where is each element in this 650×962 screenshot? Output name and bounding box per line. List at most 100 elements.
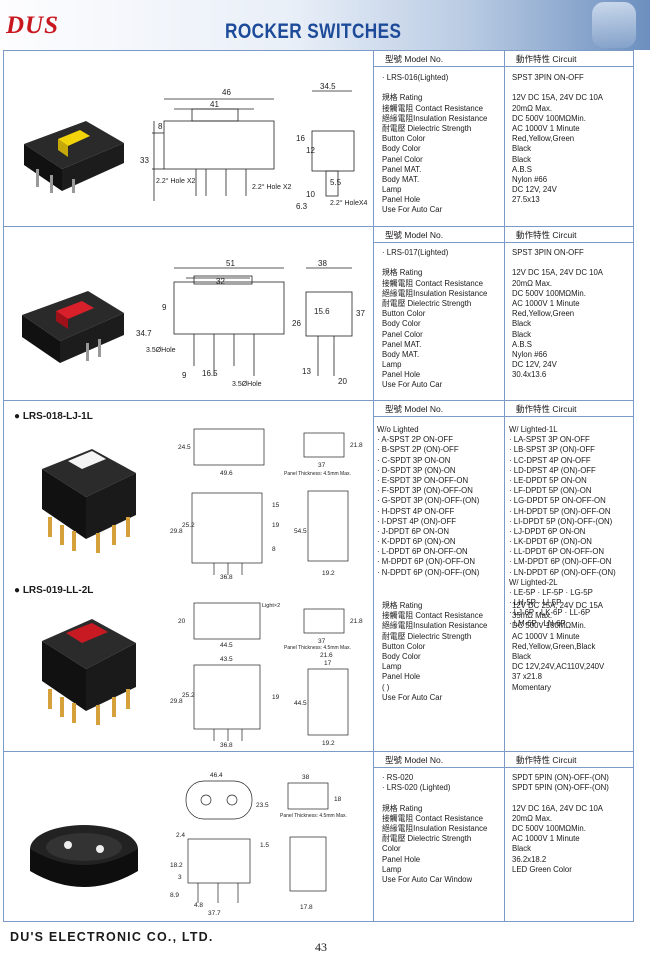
dimension-drawing-lrs017: 51 32 38 9 34.7 26 15.6 37 3.5ØHole 3.5Ø… bbox=[136, 259, 365, 388]
spec-line: · LM-DPDT 6P (ON)-OFF-ON bbox=[509, 557, 612, 567]
dim-label: 37.7 bbox=[208, 910, 221, 917]
spec-line: · LB-SPST 3P (ON)-OFF bbox=[509, 445, 595, 455]
dim-label: 21.8 bbox=[350, 442, 363, 449]
dim-label: 3.5ØHole bbox=[232, 381, 262, 388]
spec-line: DC 12V, 24V bbox=[512, 185, 557, 195]
spec-line: Use For Auto Car Window bbox=[382, 874, 473, 884]
spec-line: 27.5x13 bbox=[512, 195, 540, 205]
spec-line bbox=[512, 793, 609, 803]
spec-line: 接觸電阻 Contact Resistance bbox=[382, 611, 483, 621]
spec-line: DC 500V 100MΩMin. bbox=[512, 621, 586, 631]
dim-label: 29.8 bbox=[170, 528, 183, 535]
dim-label: 16 bbox=[296, 134, 305, 143]
spec-line: A.B.S bbox=[512, 164, 532, 174]
spec-line: · LL-DPDT 6P ON-OFF-ON bbox=[509, 547, 605, 557]
dim-label: 24.5 bbox=[178, 444, 191, 451]
specs-right-rs020: SPDT 5PIN (ON)-OFF-(ON)SPDT 5PIN (ON)-OF… bbox=[512, 773, 609, 875]
dim-label: 2.2° Hole X2 bbox=[156, 177, 195, 185]
spec-line: Panel Hole bbox=[382, 672, 421, 682]
dim-label: 37 bbox=[318, 638, 326, 645]
spec-line bbox=[382, 258, 487, 268]
spec-line: 耐電壓 Dielectric Strength bbox=[382, 298, 472, 308]
spec-line: 30.4x13.6 bbox=[512, 370, 547, 380]
page-header: DUS ROCKER SWITCHES bbox=[0, 0, 650, 50]
dim-label: 1.5 bbox=[260, 842, 269, 849]
spec-line: 12V DC 25A, 24V DC 15A bbox=[512, 601, 604, 610]
spec-line: · LH-5P · LI-5P bbox=[509, 598, 562, 608]
dim-label: 41 bbox=[210, 100, 219, 109]
dim-label: 21.8 bbox=[350, 618, 363, 625]
spec-line: Use For Auto Car bbox=[382, 692, 443, 702]
column-divider bbox=[504, 51, 505, 921]
spec-line: 耐電壓 Dielectric Strength bbox=[382, 631, 472, 641]
dim-label: 17.8 bbox=[300, 904, 313, 911]
spec-line: · D-SPDT 3P (ON)-ON bbox=[377, 465, 456, 475]
dim-label: 2.4 bbox=[176, 832, 185, 839]
spec-line: · A-SPST 2P ON-OFF bbox=[377, 435, 453, 445]
spec-line: Use For Auto Car bbox=[382, 205, 443, 215]
spec-line: Panel Hole bbox=[382, 854, 421, 864]
spec-line: · M-DPDT 6P (ON)-OFF-ON bbox=[377, 557, 476, 567]
spec-line: DC 500V 100MΩMin. bbox=[512, 823, 586, 833]
spec-line: · H-DPST 4P ON-OFF bbox=[377, 506, 455, 516]
panel-thickness-note: Panel Thickness: 4.5mm Max. bbox=[284, 471, 351, 477]
spec-line: 37 x21.8 bbox=[512, 672, 542, 682]
dim-label: 9 bbox=[182, 371, 187, 380]
product-photo-lrs016 bbox=[24, 121, 124, 193]
spec-line: 絕緣電阻Insulation Resistance bbox=[382, 823, 488, 833]
dim-label: 44.5 bbox=[294, 700, 307, 707]
spec-line: Lamp bbox=[382, 662, 402, 672]
dim-label: 19.2 bbox=[322, 740, 335, 747]
page-number: 43 bbox=[315, 940, 327, 954]
dimension-drawing-rs020: 46.4 38 23.5 18 Panel Thickness: 4.5mm M… bbox=[170, 772, 347, 917]
dim-label: 19 bbox=[272, 522, 280, 529]
spec-line: · LC-DPST 4P ON-OFF bbox=[509, 455, 591, 465]
spec-line: Lamp bbox=[382, 185, 402, 195]
spec-line: Black bbox=[512, 319, 532, 329]
dim-label: 37 bbox=[356, 309, 365, 318]
spec-line: Color bbox=[382, 844, 401, 854]
spec-line: Panel MAT. bbox=[382, 339, 422, 349]
spec-line: DC 12V, 24V bbox=[512, 360, 557, 370]
dim-label: 37 bbox=[318, 462, 326, 469]
spec-line bbox=[512, 258, 603, 268]
dim-label: 5.5 bbox=[330, 178, 342, 187]
spec-line: AC 1000V 1 Minute bbox=[512, 123, 580, 133]
spec-line: AC 1000V 1 Minute bbox=[512, 631, 580, 641]
spec-line: 12V DC 16A, 24V DC 10A bbox=[512, 803, 604, 813]
dim-label: 54.5 bbox=[294, 528, 307, 535]
spec-line: · LE-5P · LF-5P · LG-5P bbox=[509, 588, 593, 597]
model-header: 型號 Model No. bbox=[374, 51, 504, 67]
spec-line: Panel Hole bbox=[382, 195, 421, 205]
dim-label: 23.5 bbox=[256, 802, 269, 809]
spec-line: Momentary bbox=[512, 682, 551, 692]
spec-line: Body Color bbox=[382, 651, 421, 661]
row-divider bbox=[4, 400, 633, 401]
spec-line: 絕緣電阻Insulation Resistance bbox=[382, 621, 488, 631]
product-photo-lrs017 bbox=[22, 291, 124, 363]
spec-line: Button Color bbox=[382, 641, 426, 651]
circuit-header: 動作特性 Circuit bbox=[505, 227, 633, 243]
spec-line: Panel Hole bbox=[382, 370, 421, 380]
spec-line: · E-SPDT 3P ON-OFF-ON bbox=[377, 475, 469, 485]
panel-thickness-note: Panel Thickness: 4.5mm Max. bbox=[284, 645, 351, 651]
dim-label: 19.2 bbox=[322, 570, 335, 577]
spec-line: · LI-DPDT 5P (ON)-OFF-(ON) bbox=[509, 516, 613, 526]
dim-label: 38 bbox=[318, 259, 327, 268]
spec-line: Nylon #66 bbox=[512, 174, 548, 184]
spec-line: 36.2x18.2 bbox=[512, 854, 547, 864]
dim-label: 21.6 bbox=[320, 652, 333, 659]
dimension-drawing-lrs016: 46 41 34.5 8 33 16 12 10 2.2° Hole X2 2.… bbox=[140, 82, 368, 211]
dim-label: 15.6 bbox=[314, 307, 330, 316]
dim-label: 13 bbox=[302, 367, 311, 376]
spec-line: · LM-6P · LN-6P bbox=[509, 618, 566, 628]
spec-line: ( ) bbox=[382, 682, 390, 692]
spec-line: DC 500V 100MΩMin. bbox=[512, 113, 586, 123]
spec-line: 20mΩ Max. bbox=[512, 813, 553, 823]
panel-thickness-note: Panel Thickness: 4.5mm Max. bbox=[280, 813, 347, 819]
spec-line: 35mΩ Max. bbox=[512, 611, 553, 621]
dim-label: 34.7 bbox=[136, 329, 152, 338]
spec-line: 接觸電阻 Contact Resistance bbox=[382, 103, 483, 113]
spec-line: 20mΩ Max. bbox=[512, 278, 553, 288]
